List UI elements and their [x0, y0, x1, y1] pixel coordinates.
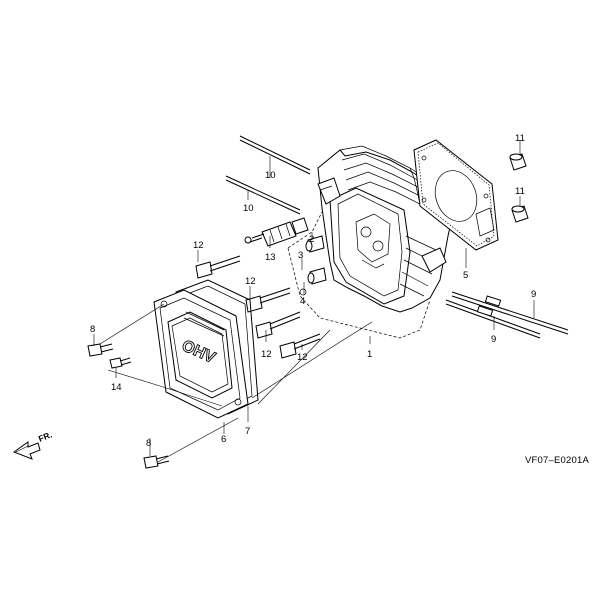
callout-2: 2	[309, 234, 314, 245]
o-ring	[299, 288, 307, 296]
callout-9-left: 9	[491, 334, 496, 345]
callout-12-c: 12	[261, 349, 272, 360]
cover-bolt	[87, 343, 114, 357]
callout-13: 13	[265, 252, 276, 263]
flange-bolt	[245, 287, 291, 313]
stud-bolt	[239, 135, 311, 175]
front-direction-arrow: FR.	[12, 429, 53, 460]
breather-screw	[109, 357, 132, 369]
head-gasket	[413, 139, 499, 251]
drawing-code: VF07–E0201A	[525, 455, 589, 466]
callout-6: 6	[221, 434, 226, 445]
flange-bolt	[195, 255, 241, 279]
callout-10-top: 10	[265, 170, 276, 181]
flange-bolt	[279, 333, 321, 359]
dowel-pin	[509, 153, 527, 171]
long-bolt	[445, 299, 541, 339]
long-bolt	[451, 291, 569, 335]
callout-12-d: 12	[297, 352, 308, 363]
flange-bolt	[255, 311, 301, 339]
leader-lines	[93, 140, 535, 463]
head-cover: OHV	[153, 289, 249, 419]
callout-11-bottom: 11	[515, 186, 525, 197]
callout-1: 1	[367, 349, 372, 360]
stud-bolt	[225, 175, 301, 215]
callout-9-right: 9	[531, 289, 536, 300]
callout-7: 7	[245, 426, 250, 437]
spark-plug	[244, 217, 309, 247]
callout-8-bottom: 8	[146, 438, 151, 449]
callout-5: 5	[463, 270, 468, 281]
dowel-pin	[511, 205, 529, 223]
callout-14: 14	[111, 382, 122, 393]
callout-12-b: 12	[245, 276, 256, 287]
callout-3: 3	[298, 250, 303, 261]
front-direction-label: FR.	[37, 429, 53, 443]
callout-12-a: 12	[193, 240, 204, 251]
callout-8-top: 8	[90, 324, 95, 335]
cover-bolt	[143, 455, 170, 469]
callout-11-top: 11	[515, 133, 525, 144]
callout-10-bottom: 10	[243, 203, 254, 214]
callout-4: 4	[300, 296, 305, 307]
part-callouts: 1 2 3 4 5 6 7 8 8 9 9 10 10 11 11 12 12 …	[90, 133, 536, 449]
